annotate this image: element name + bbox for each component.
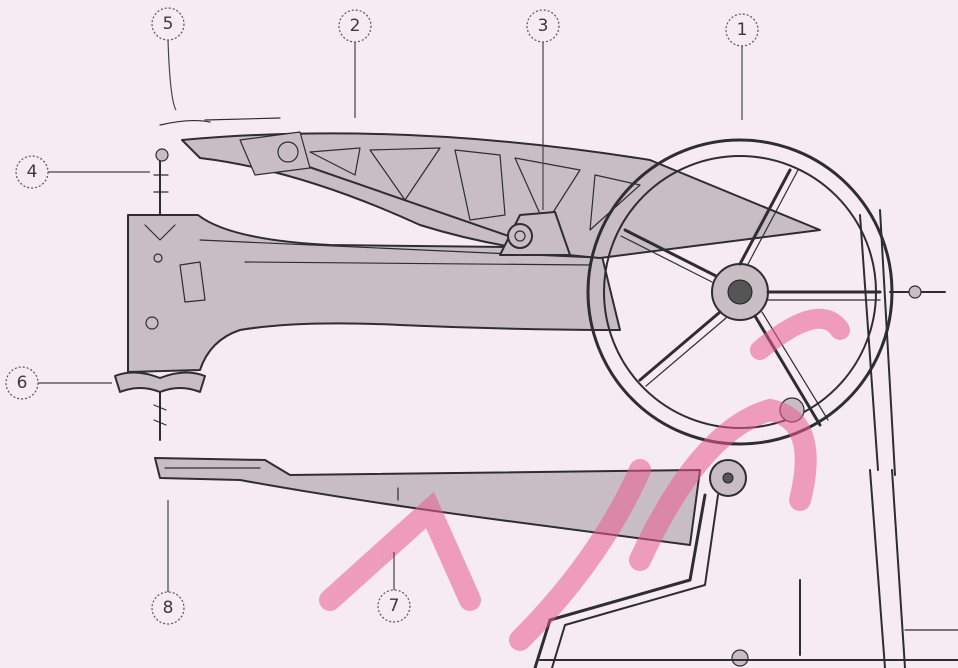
callout-1: 1	[725, 13, 759, 47]
machine-upper-arm	[127, 214, 621, 373]
top-drive-arm	[159, 117, 821, 259]
callout-7-label: 7	[389, 596, 400, 616]
callout-4-label: 4	[27, 162, 38, 182]
callout-3-label: 3	[538, 16, 549, 36]
callout-7: 7	[377, 589, 411, 623]
watermark	[319, 308, 850, 651]
callout-1-label: 1	[737, 20, 748, 40]
callout-3: 3	[526, 9, 560, 43]
needle-assembly	[114, 148, 206, 441]
callout-8: 8	[151, 591, 185, 625]
leader-lines	[38, 39, 743, 592]
callout-2-label: 2	[350, 16, 361, 36]
callout-5: 5	[151, 7, 185, 41]
callout-2: 2	[338, 9, 372, 43]
callout-8-label: 8	[163, 598, 174, 618]
machine-stand	[533, 209, 958, 668]
tension-bracket	[499, 211, 571, 256]
callout-6: 6	[5, 366, 39, 400]
callout-5-label: 5	[163, 14, 174, 34]
callout-6-label: 6	[17, 373, 28, 393]
callout-4: 4	[15, 155, 49, 189]
